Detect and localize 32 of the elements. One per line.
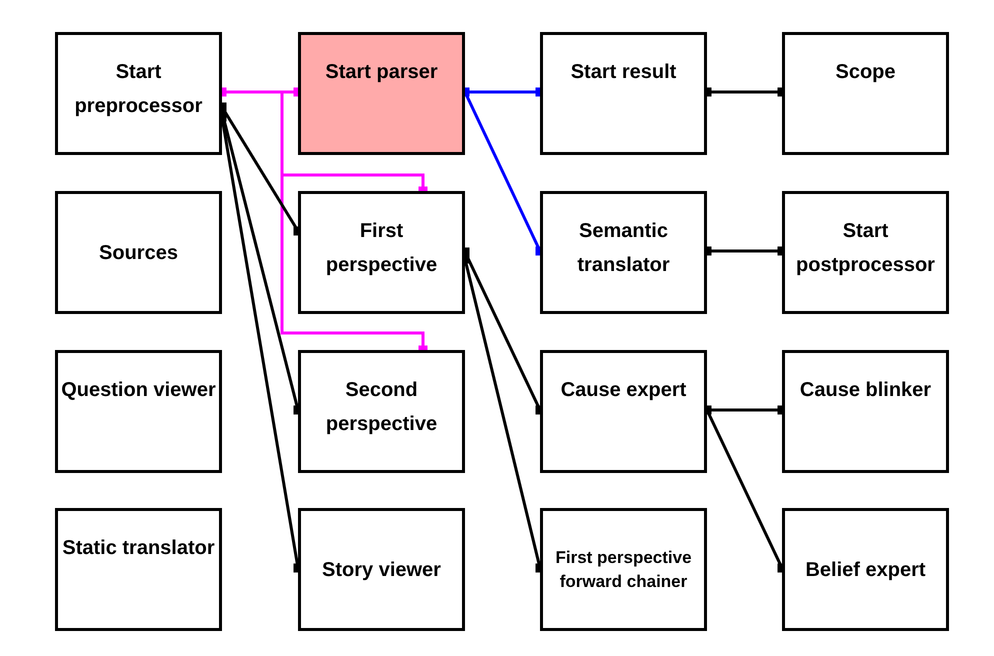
box-label: Second perspective: [324, 378, 438, 437]
process-box: [55, 508, 222, 631]
box-label: Belief expert: [805, 558, 926, 582]
box-label: Static translator: [62, 536, 215, 561]
process-box: [298, 508, 465, 631]
box-label: First perspective: [324, 219, 438, 278]
process-box: [55, 191, 222, 314]
box-label: Sources: [99, 240, 178, 266]
box-label: Start postprocessor: [795, 219, 936, 278]
box-label: Scope: [835, 60, 896, 85]
box-label: Start preprocessor: [74, 60, 204, 119]
process-box: [540, 508, 707, 631]
box-label: Cause blinker: [800, 378, 932, 403]
process-box: [540, 350, 707, 473]
box-label: First perspective forward chainer: [554, 546, 693, 592]
box-label: Start result: [570, 60, 676, 85]
box-label: Semantic translator: [576, 219, 671, 278]
process-box: [298, 191, 465, 314]
box-label: Cause expert: [560, 378, 686, 403]
process-box: [298, 32, 465, 155]
box-label: Question viewer: [61, 378, 216, 403]
box-label: Start parser: [325, 60, 438, 85]
box-label: Story viewer: [322, 558, 441, 582]
process-box: [782, 350, 949, 473]
process-box: [55, 350, 222, 473]
process-box: [540, 32, 707, 155]
process-box: [298, 350, 465, 473]
process-box: [782, 191, 949, 314]
process-box: [540, 191, 707, 314]
process-box: [55, 32, 222, 155]
process-box: [782, 508, 949, 631]
process-box: [782, 32, 949, 155]
